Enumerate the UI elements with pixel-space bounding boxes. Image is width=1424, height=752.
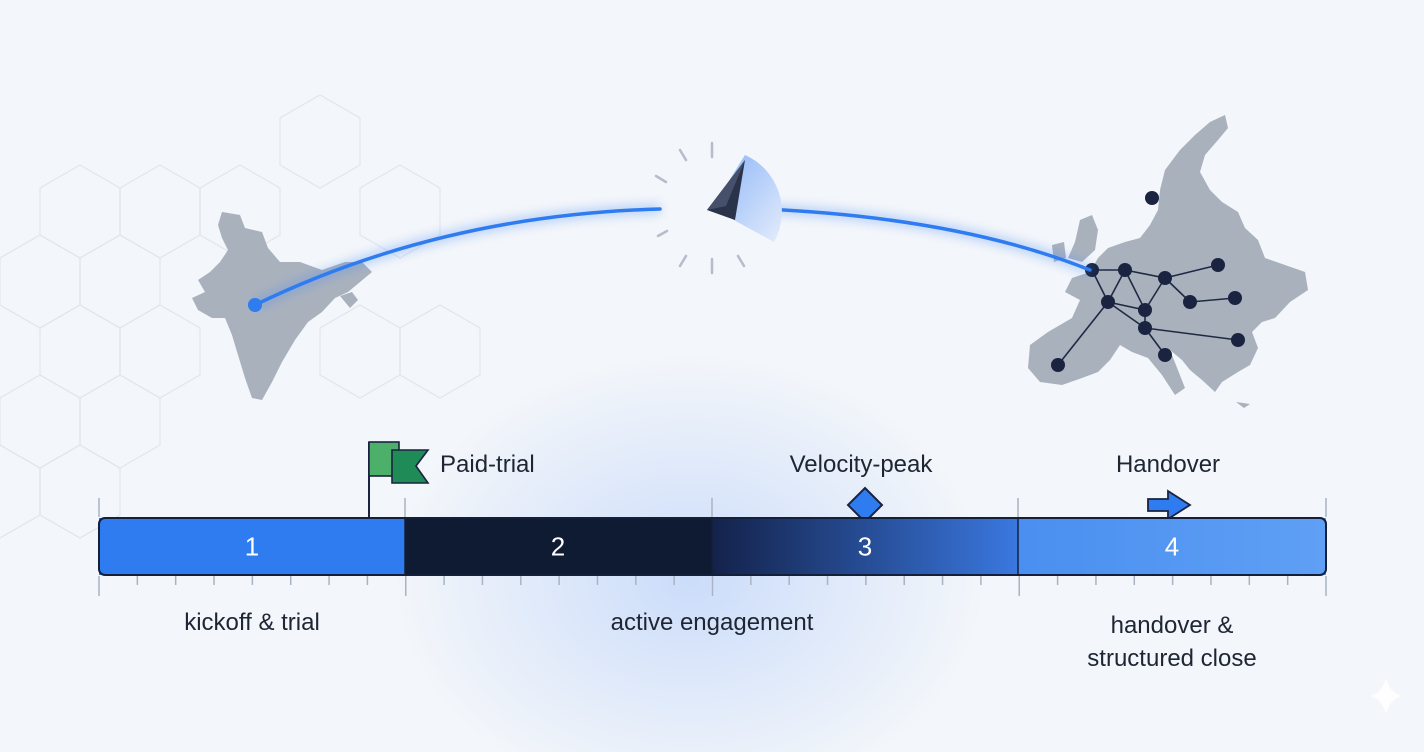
segment-4-caption: handover & structured close xyxy=(1087,612,1257,672)
segment-3-number: 3 xyxy=(857,531,873,562)
segment-2-caption: active engagement xyxy=(610,609,814,636)
phase-bar xyxy=(98,517,1327,576)
india-island-icon xyxy=(340,292,358,308)
arrow-icon xyxy=(1147,489,1192,521)
milestone-handover-label: Handover xyxy=(1115,451,1221,478)
milestone-paid-trial-label: Paid-trial xyxy=(440,451,535,478)
segment-2-number: 2 xyxy=(550,531,566,562)
clock-icon xyxy=(654,141,782,275)
segment-1-caption: kickoff & trial xyxy=(184,609,320,636)
segment-4-number: 4 xyxy=(1164,531,1180,562)
flag-icon xyxy=(368,441,430,518)
ruler-ticks xyxy=(98,498,1327,596)
diamond-icon xyxy=(846,486,884,524)
sparkle-icon xyxy=(1370,678,1402,714)
segment-1-number: 1 xyxy=(244,531,260,562)
milestone-velocity-peak-label: Velocity-peak xyxy=(789,451,933,478)
india-map-icon xyxy=(192,212,372,400)
connection-arc-right xyxy=(763,204,1092,275)
connection-arc-left xyxy=(248,204,662,312)
